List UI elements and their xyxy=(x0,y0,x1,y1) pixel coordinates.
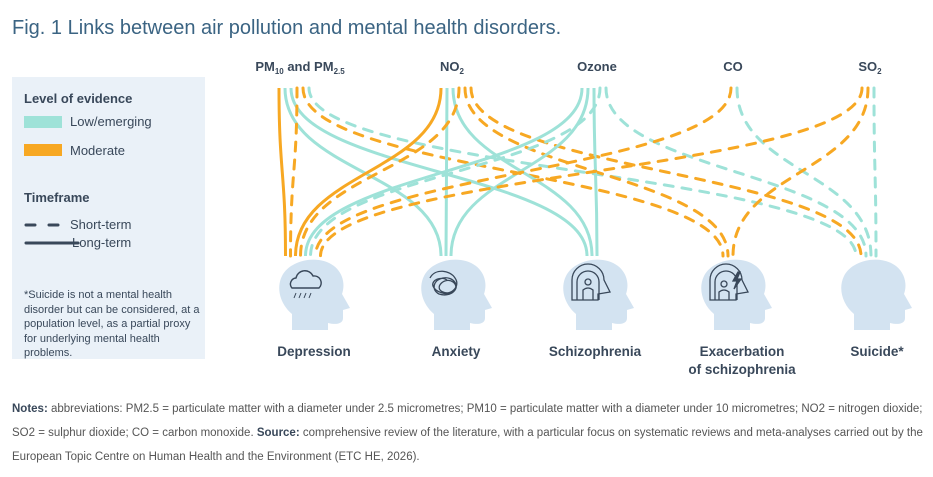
head-suicide xyxy=(841,259,912,330)
link-so2-exacerbation-short xyxy=(731,86,870,258)
outcome-label-anxiety: Anxiety xyxy=(431,344,481,359)
link-co-depression-short xyxy=(314,86,733,258)
link-pm-depression-long xyxy=(277,87,287,257)
link-pm-depression-short xyxy=(289,86,299,258)
links-diagram xyxy=(277,86,912,330)
moderate-evidence-swatch xyxy=(24,144,62,156)
head-schizophrenia xyxy=(563,259,634,330)
outcome-label-suicide: Suicide* xyxy=(850,344,904,359)
legend-low-label: Low/emerging xyxy=(70,114,152,129)
link-ozone-depression-short xyxy=(309,86,602,258)
figure-title: Fig. 1 Links between air pollution and m… xyxy=(12,17,562,39)
heads-layer xyxy=(279,259,912,330)
link-pm-suicide-short xyxy=(307,86,858,258)
link-pm-exacerbation-short xyxy=(301,86,725,258)
figure-notes: Notes: abbreviations: PM2.5 = particulat… xyxy=(12,403,923,463)
link-so2-suicide-short xyxy=(872,86,878,258)
link-so2-depression-short xyxy=(319,86,864,258)
person-in-dome-icon xyxy=(571,263,611,301)
pollutant-label-pm: PM10 and PM2.5 xyxy=(255,59,345,76)
head-exacerbation xyxy=(701,259,772,330)
suicide-footnote: *Suicide is not a mental health disorder… xyxy=(24,289,200,359)
legend-evidence-heading: Level of evidence xyxy=(24,91,133,106)
link-co-suicide-short xyxy=(735,86,873,258)
outcome-label-depression: Depression xyxy=(277,344,351,359)
legend-timeframe-heading: Timeframe xyxy=(24,190,90,205)
link-no2-suicide-short xyxy=(469,86,863,258)
pollutant-label-co: CO xyxy=(723,59,743,74)
low-evidence-swatch xyxy=(24,116,62,128)
link-pm-anxiety-long xyxy=(283,87,443,257)
tangled-scribble-icon xyxy=(429,270,458,296)
pollutant-label-so2: SO2 xyxy=(858,59,882,76)
legend-short-label: Short-term xyxy=(70,217,132,232)
outcome-label-schizophrenia: Schizophrenia xyxy=(548,344,642,359)
legend-panel: Level of evidence Low/emerging Moderate … xyxy=(12,77,205,359)
link-ozone-depression-long xyxy=(304,87,584,257)
person-dome-lightning-icon xyxy=(709,263,749,301)
pollutant-label-no2: NO2 xyxy=(440,59,464,76)
link-ozone-suicide-short xyxy=(604,86,868,258)
head-anxiety xyxy=(421,259,492,330)
links-layer xyxy=(277,86,878,258)
pollutant-label-ozone: Ozone xyxy=(577,59,617,74)
rain-cloud-icon xyxy=(289,270,322,289)
legend-long-label: Long-term xyxy=(72,235,132,250)
link-no2-depression-long xyxy=(294,87,443,257)
head-depression xyxy=(279,259,350,330)
legend-moderate-label: Moderate xyxy=(70,143,125,158)
timeframe-line-samples xyxy=(24,223,80,245)
